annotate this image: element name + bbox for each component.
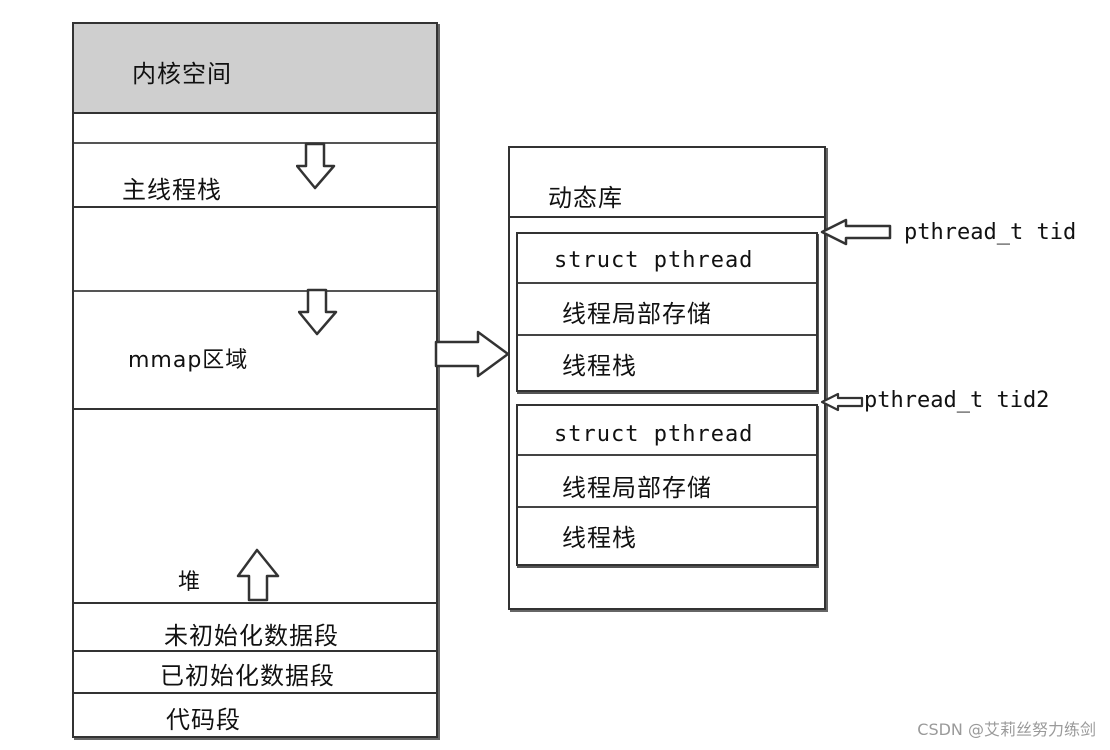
main-thread-stack-label: 主线程栈 [122,176,222,204]
thread-stack-label: 线程栈 [562,352,637,380]
text-segment-label: 代码段 [166,706,241,734]
divider [74,602,436,604]
thread-stack-row: 线程栈 [518,508,816,562]
struct-pthread-row: struct pthread [518,406,816,456]
tls-row: 线程局部存储 [518,456,816,508]
dynamic-library-region: 动态库 struct pthread 线程局部存储 线程栈 struct pth… [508,146,826,610]
thread-block: struct pthread 线程局部存储 线程栈 [516,232,818,392]
struct-pthread-label: struct pthread [554,248,754,273]
mmap-region-label: mmap区域 [128,348,249,373]
struct-pthread-label: struct pthread [554,422,754,447]
divider [74,290,436,292]
arrow-left-icon [820,392,864,412]
kernel-space-label: 内核空间 [132,60,232,88]
divider [510,216,824,218]
data-segment-label: 已初始化数据段 [160,662,335,690]
divider [74,650,436,652]
divider [74,142,436,144]
tls-label: 线程局部存储 [562,300,712,328]
tls-label: 线程局部存储 [562,474,712,502]
thread-stack-row: 线程栈 [518,336,816,388]
divider [74,692,436,694]
tid-label: pthread_t tid [904,220,1077,245]
tid2-label: pthread_t tid2 [864,388,1050,413]
arrow-up-icon [236,548,280,602]
arrow-left-icon [820,218,892,246]
thread-stack-label: 线程栈 [562,524,637,552]
dynamic-library-title: 动态库 [548,184,623,212]
bss-segment-label: 未初始化数据段 [164,622,339,650]
heap-label: 堆 [178,570,202,595]
arrow-down-icon [296,142,336,190]
struct-pthread-row: struct pthread [518,234,816,284]
divider [74,408,436,410]
watermark: CSDN @艾莉丝努力练剑 [917,720,1096,739]
thread-block: struct pthread 线程局部存储 线程栈 [516,404,818,566]
tls-row: 线程局部存储 [518,284,816,336]
arrow-right-icon [434,330,510,378]
arrow-down-icon [298,288,338,336]
process-address-space: 内核空间 主线程栈 mmap区域 堆 未初始化数据段 已初始化数据段 代码段 [72,22,438,738]
kernel-space-region: 内核空间 [74,24,436,114]
divider [74,206,436,208]
